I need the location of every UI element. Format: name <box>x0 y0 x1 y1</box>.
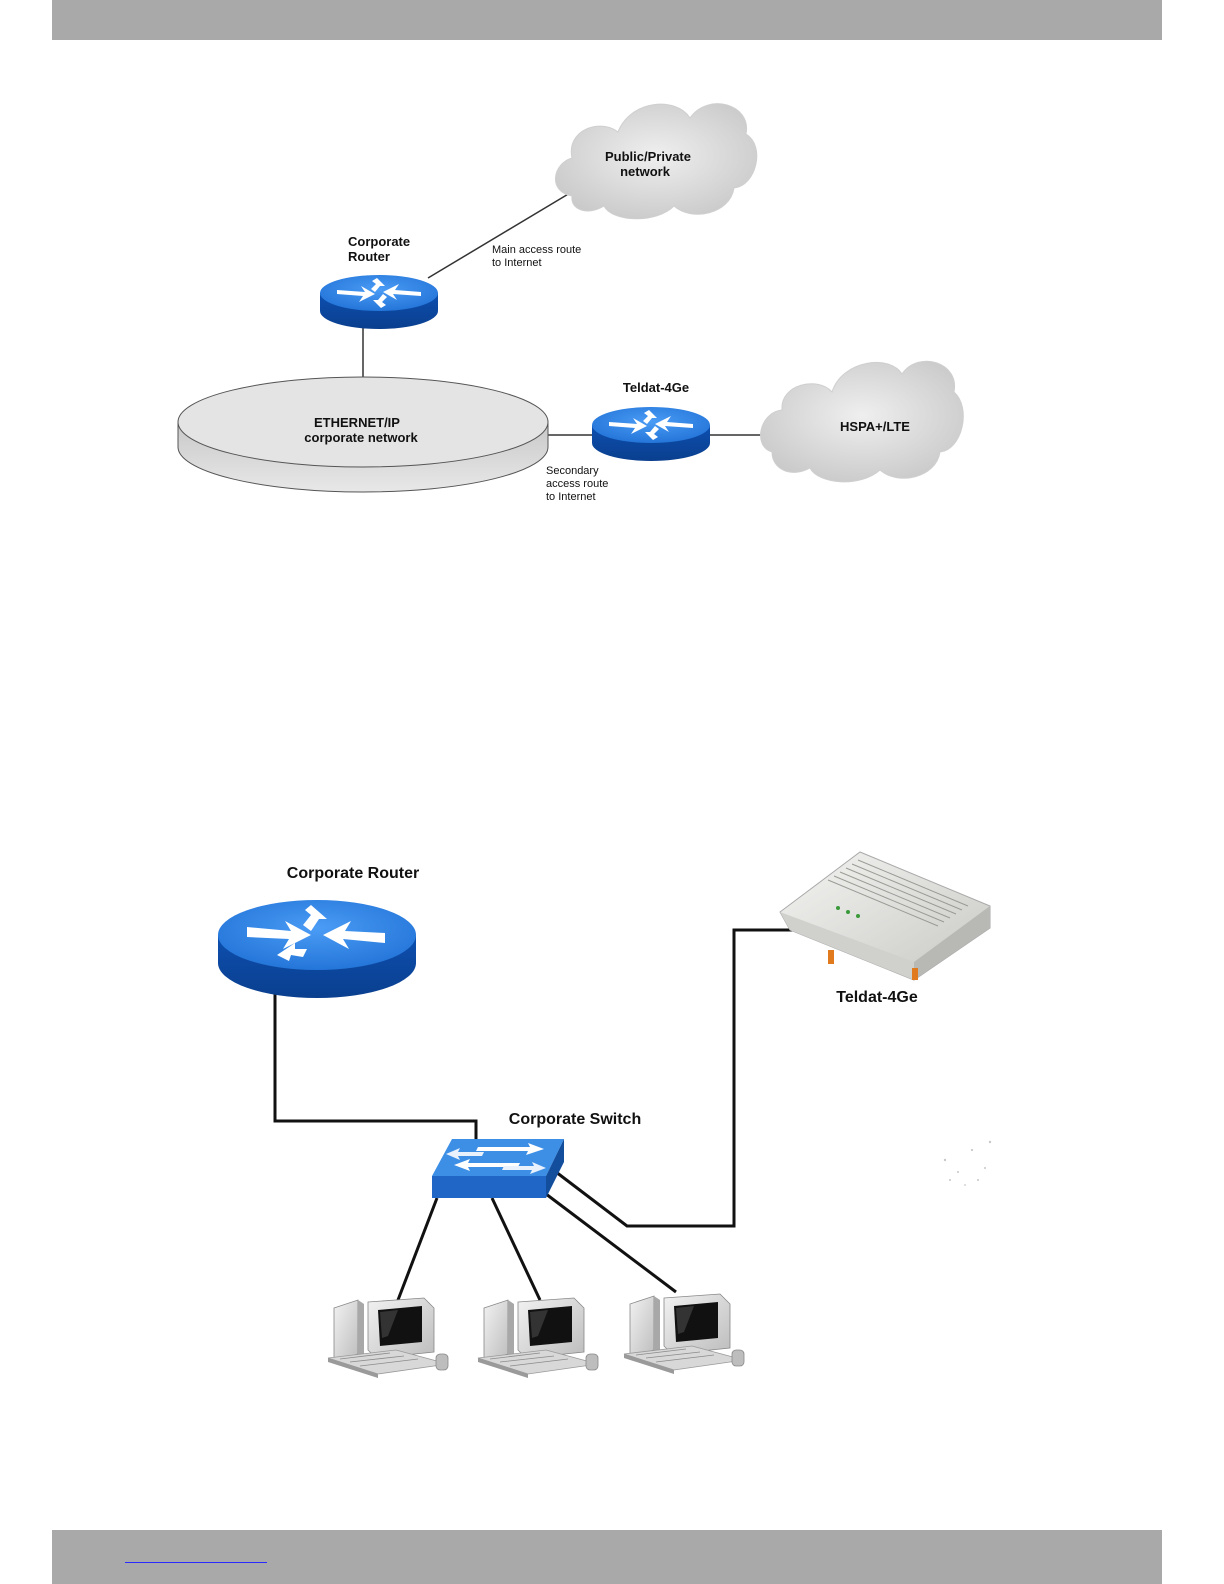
router-switch-line <box>275 990 476 1140</box>
diagram-1: Public/Private network Corporate Router … <box>178 104 963 503</box>
switch-pc1-line <box>398 1198 437 1300</box>
switch-icon <box>432 1139 564 1198</box>
switch-pc2-line <box>492 1198 540 1300</box>
ethernet-label-2: corporate network <box>304 430 418 445</box>
corporate-router-label: Corporate Router <box>287 865 419 882</box>
hspa-label: HSPA+/LTE <box>840 419 910 434</box>
desktop-pc-icon <box>624 1294 744 1374</box>
cloud-public-label-1: Public/Private <box>605 149 691 164</box>
secondary-route-label-1: Secondary <box>546 465 599 477</box>
cloud-public-label-2: network <box>620 164 671 179</box>
main-route-label-1: Main access route <box>492 244 581 256</box>
teldat-label: Teldat-4Ge <box>836 989 918 1006</box>
corporate-router-label-2: Router <box>348 249 390 264</box>
router-icon <box>320 275 438 329</box>
desktop-pc-icon <box>478 1298 598 1378</box>
modem-icon <box>780 852 990 980</box>
router-icon <box>218 900 416 998</box>
teldat-label: Teldat-4Ge <box>623 380 689 395</box>
scan-artifact <box>944 1141 991 1186</box>
corporate-switch-label: Corporate Switch <box>509 1111 641 1128</box>
secondary-route-label-2: access route <box>546 478 608 490</box>
switch-pc3-line <box>546 1194 676 1292</box>
secondary-route-label-3: to Internet <box>546 491 596 503</box>
teldat-switch-line <box>556 930 808 1226</box>
main-route-label-2: to Internet <box>492 257 542 269</box>
ethernet-label-1: ETHERNET/IP <box>314 415 400 430</box>
diagram-2: Corporate Router <box>218 852 991 1378</box>
desktop-pc-icon <box>328 1298 448 1378</box>
router-icon <box>592 407 710 461</box>
corporate-router-label-1: Corporate <box>348 234 410 249</box>
